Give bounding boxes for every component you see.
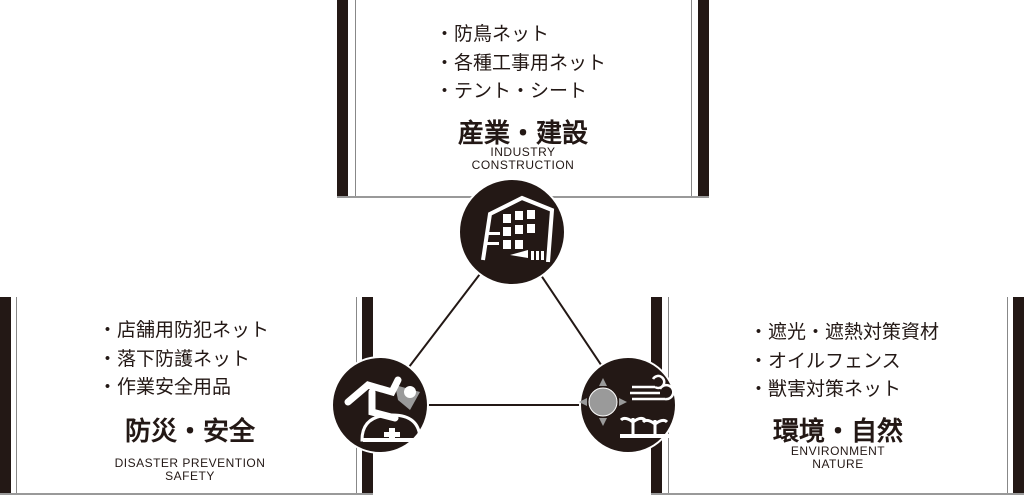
industry-item: ・テント・シート	[435, 80, 588, 102]
safety-en-1: DISASTER PREVENTION	[114, 456, 266, 470]
sun-wind-sprout-icon	[579, 356, 677, 454]
safety-item: ・作業安全用品	[98, 376, 232, 398]
industry-card: ・防鳥ネット ・各種工事用ネット ・テント・シート 産業・建設 INDUSTRY…	[337, 0, 709, 198]
industry-item: ・防鳥ネット	[435, 23, 550, 45]
environment-en-2: NATURE	[812, 457, 864, 471]
industry-en-1: INDUSTRY	[490, 145, 556, 159]
safety-card: ・店舗用防犯ネット ・落下防護ネット ・作業安全用品 防災・安全 DISASTE…	[0, 297, 373, 495]
environment-title: 環境・自然	[772, 417, 904, 447]
safety-en-2: SAFETY	[165, 469, 215, 483]
environment-en-1: ENVIRONMENT	[790, 444, 886, 458]
building-icon	[458, 178, 566, 286]
industry-en-2: CONSTRUCTION	[471, 158, 575, 172]
safety-item: ・落下防護ネット	[98, 347, 251, 370]
environment-item: ・遮光・遮熱対策資材	[749, 321, 940, 343]
industry-item: ・各種工事用ネット	[435, 51, 607, 74]
safety-item: ・店舗用防犯ネット	[98, 319, 270, 341]
safety-title: 防災・安全	[124, 417, 256, 447]
environment-item: ・獣害対策ネット	[749, 378, 902, 400]
environment-item: ・オイルフェンス	[749, 349, 901, 372]
industry-title: 産業・建設	[457, 119, 589, 149]
falling-worker-helmet-icon	[331, 356, 429, 454]
